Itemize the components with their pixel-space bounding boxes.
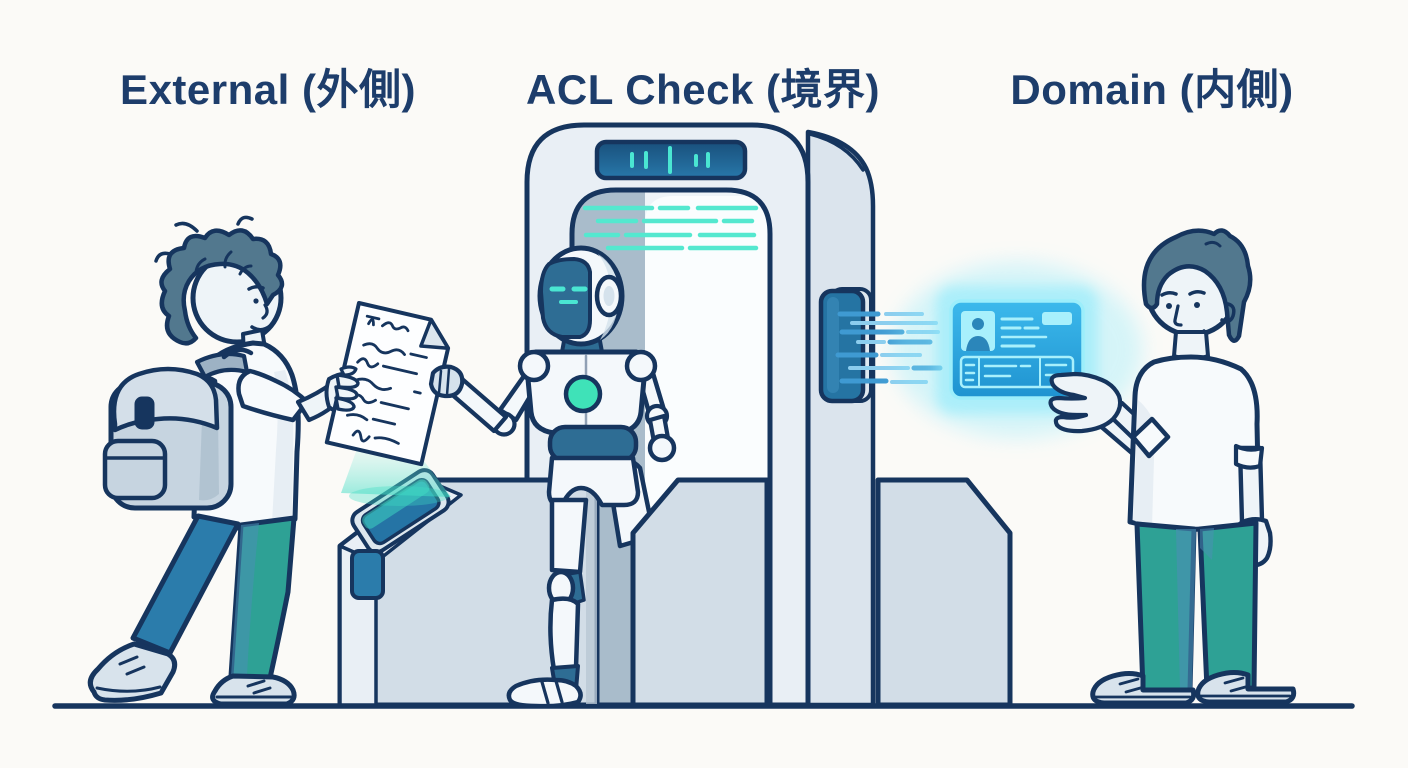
scan-lines [582, 205, 759, 251]
gate-edge-facet [808, 132, 865, 172]
traveler [87, 215, 354, 707]
paper-folded-corner [419, 317, 450, 350]
traveler-backpack [102, 347, 254, 511]
traveler-sleeve [236, 368, 310, 423]
backpack-shoulder-strap [194, 351, 250, 380]
resident-eyebrows [1160, 289, 1206, 297]
resident-nose [1173, 304, 1183, 327]
resident [1048, 228, 1297, 706]
robot-shoulder-right [624, 349, 658, 383]
card-text-lines [1000, 317, 1040, 348]
handwriting-scribbles [346, 314, 428, 445]
traveler-fingers-on-paper [334, 365, 360, 412]
scan-beam [341, 446, 451, 506]
card-chip [1042, 312, 1072, 325]
paper-document [324, 300, 451, 467]
paper-sheet [324, 300, 451, 467]
right-outer-barrier [875, 477, 1013, 708]
traveler-hair [159, 228, 285, 346]
robot-guard [446, 245, 677, 709]
slot-highlight [827, 297, 839, 393]
backpack-handle [221, 347, 254, 360]
person-photo-icon-body [966, 336, 990, 351]
resident-ear [1220, 302, 1236, 324]
resident-sleeve-cuff [1130, 416, 1171, 459]
resident-hand-on-card [1048, 371, 1123, 434]
traveler-eye [253, 298, 259, 304]
backpack-buckle [134, 396, 155, 430]
traveler-front-shoe [210, 673, 297, 707]
zone-label-external: External (外側) [120, 66, 416, 113]
card-mrz-band [959, 355, 1075, 389]
robot-thigh [549, 497, 589, 575]
resident-shirt [1127, 354, 1262, 532]
zone-label-acl-check: ACL Check (境界) [526, 66, 880, 113]
robot-chest-light [563, 374, 603, 414]
barrier-indicator-panel [350, 549, 385, 600]
robot-hand-on-paper [428, 364, 465, 399]
traveler-nose [261, 303, 269, 320]
resident-eye-left [1166, 303, 1172, 309]
zone-label-domain: Domain (内側) [1010, 66, 1294, 113]
robot-fist [647, 433, 677, 463]
backpack-pocket [102, 438, 168, 501]
robot-shin [548, 596, 581, 673]
resident-eye-right [1194, 302, 1200, 308]
robot-face-plate [539, 257, 592, 339]
gate-side-face [805, 129, 876, 708]
robot-shoulder-left [517, 349, 551, 383]
traveler-eyebrow [247, 284, 265, 291]
left-barrier [337, 468, 600, 708]
traveler-back-leg [130, 513, 241, 656]
right-inner-barrier [630, 477, 770, 708]
resident-hair [1141, 228, 1253, 343]
person-photo-icon [972, 318, 984, 330]
display-tick-marks [630, 146, 710, 174]
